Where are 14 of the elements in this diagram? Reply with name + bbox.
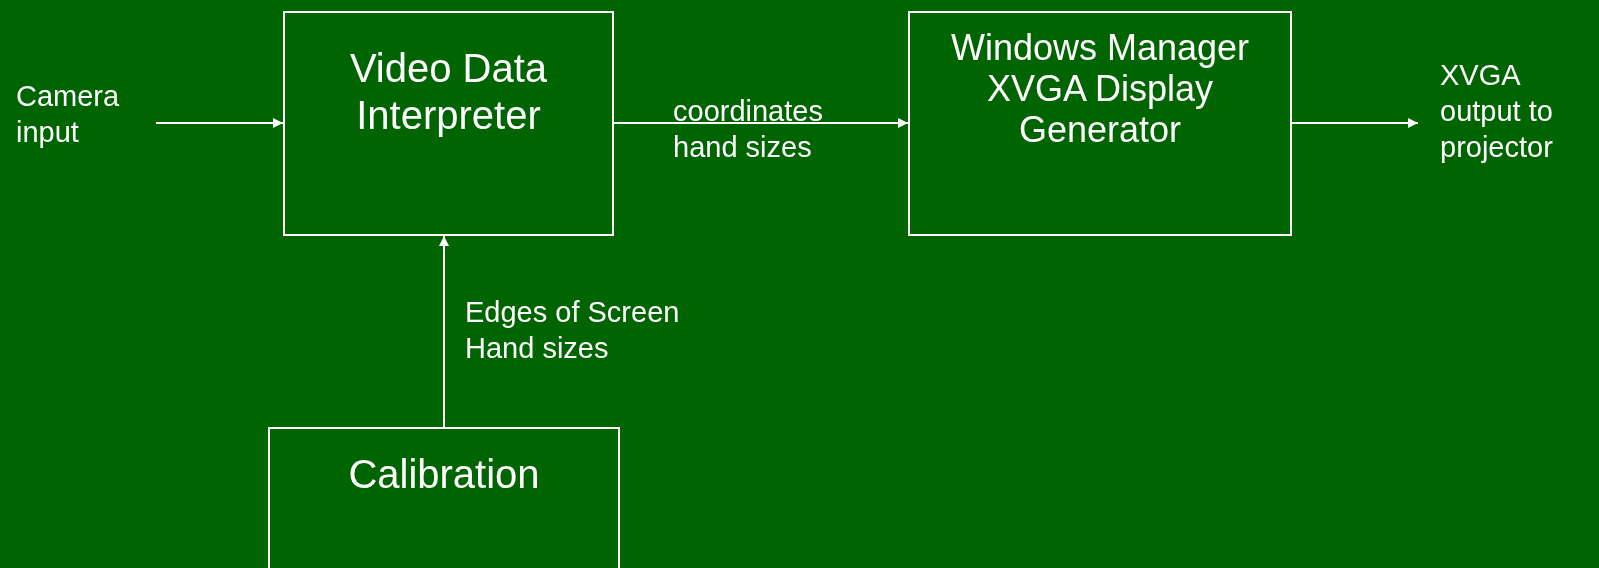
process-box [283,11,614,236]
edge-label: coordinates hand sizes [673,94,824,165]
arrow [155,118,284,128]
process-box [908,11,1292,236]
box-label: Calibration [348,451,540,498]
process-box [268,427,620,568]
arrow [613,118,909,128]
box-label: Video Data Interpreter [348,45,549,139]
arrow [439,235,449,428]
arrow [1291,118,1419,128]
output-label: XVGA output to projector [1440,58,1554,165]
box-label: Windows Manager XVGA Display Generator [950,27,1250,150]
input-label: Camera input [16,79,121,150]
edge-label: Edges of Screen Hand sizes [465,295,681,366]
